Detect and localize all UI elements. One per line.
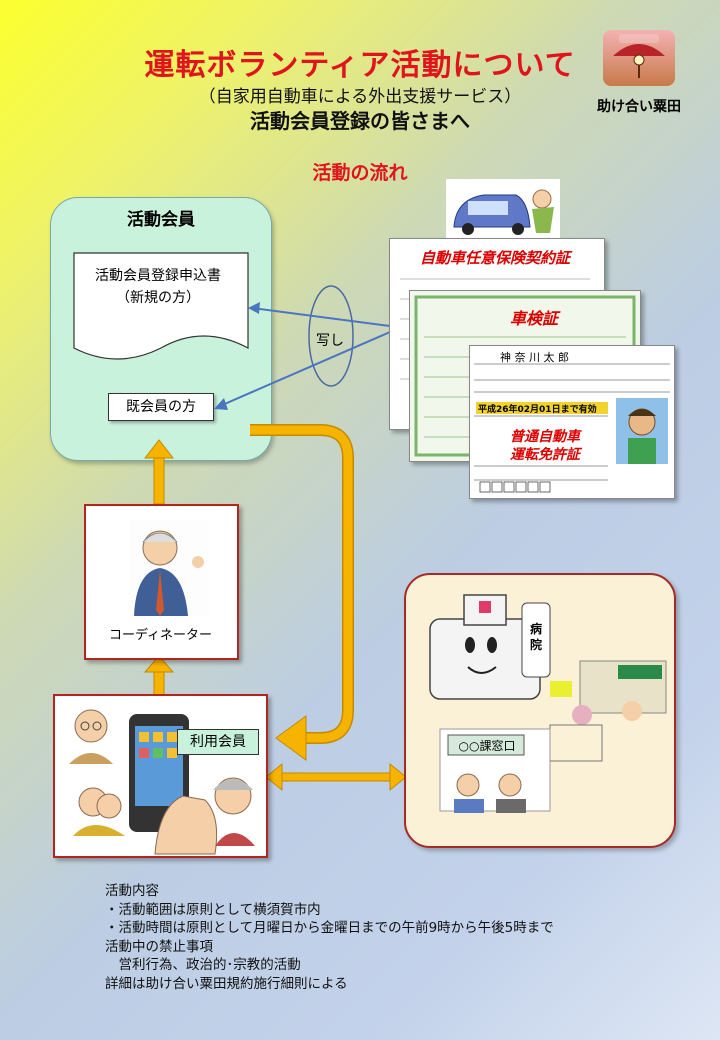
drivers-license: 神 奈 川 太 郎 平成26年02月01日まで有効 普通自動車 運転免許証 [469,345,675,499]
page-subtitle-audience: 活動会員登録の皆さまへ [250,109,470,133]
hospital-sign: 病院 [530,622,543,652]
user-member-panel [53,694,268,858]
application-form-shape [73,252,249,360]
notes-heading: 活動内容 [105,883,159,899]
activity-notes: 活動内容 ・活動範囲は原則として横須賀市内 ・活動時間は原則として月曜日から金曜… [105,882,554,993]
notes-scope: ・活動範囲は原則として横須賀市内 [105,901,321,918]
active-member-title: 活動会員 [127,210,195,230]
organization-logo [603,30,675,86]
notes-details: 詳細は助け合い粟田規約施行細則による [105,975,348,992]
existing-member-label: 既会員の方 [108,393,214,421]
vehicle-inspection-label: 車検証 [510,309,559,328]
license-label-line1: 普通自動車 [510,429,580,445]
application-form-line2: （新規の方） [116,290,200,306]
application-form-label: 活動会員登録申込書 （新規の方） [73,265,243,309]
license-label-line2: 運転免許証 [510,447,580,463]
coordinator-panel [84,504,239,660]
copy-arrows [214,285,391,410]
notes-prohibited-heading: 活動中の禁止事項 [105,938,213,955]
application-form-line1: 活動会員登録申込書 [95,268,221,284]
coordinator-illustration [130,520,210,616]
page-subtitle: （自家用自動車による外出支援サービス） [198,87,522,107]
copy-label: 写し [316,333,344,349]
notes-hours: ・活動時間は原則として月曜日から金曜日までの午前9時から午後5時まで [105,920,554,936]
car-accident-illustration [446,179,560,239]
user-member-tag: 利用会員 [177,729,259,755]
coordinator-label: コーディネーター [108,628,213,643]
license-valid-until: 平成26年02月01日まで有効 [478,405,597,415]
destinations-illustration [429,594,667,813]
flow-title: 活動の流れ [312,162,408,184]
notes-prohibited-items: 営利行為、政治的･宗教的活動 [105,957,301,973]
insurance-certificate-label: 自動車任意保険契約証 [420,249,571,267]
license-holder-name: 神 奈 川 太 郎 [500,351,569,364]
organization-name: 助け合い粟田 [597,99,681,115]
service-counter-sign: ○○課窓口 [458,739,516,753]
user-member-illustration [69,709,255,855]
destinations-panel: 病院 ○○課窓口 [404,573,676,848]
page-title: 運転ボランティア活動について [144,48,576,83]
